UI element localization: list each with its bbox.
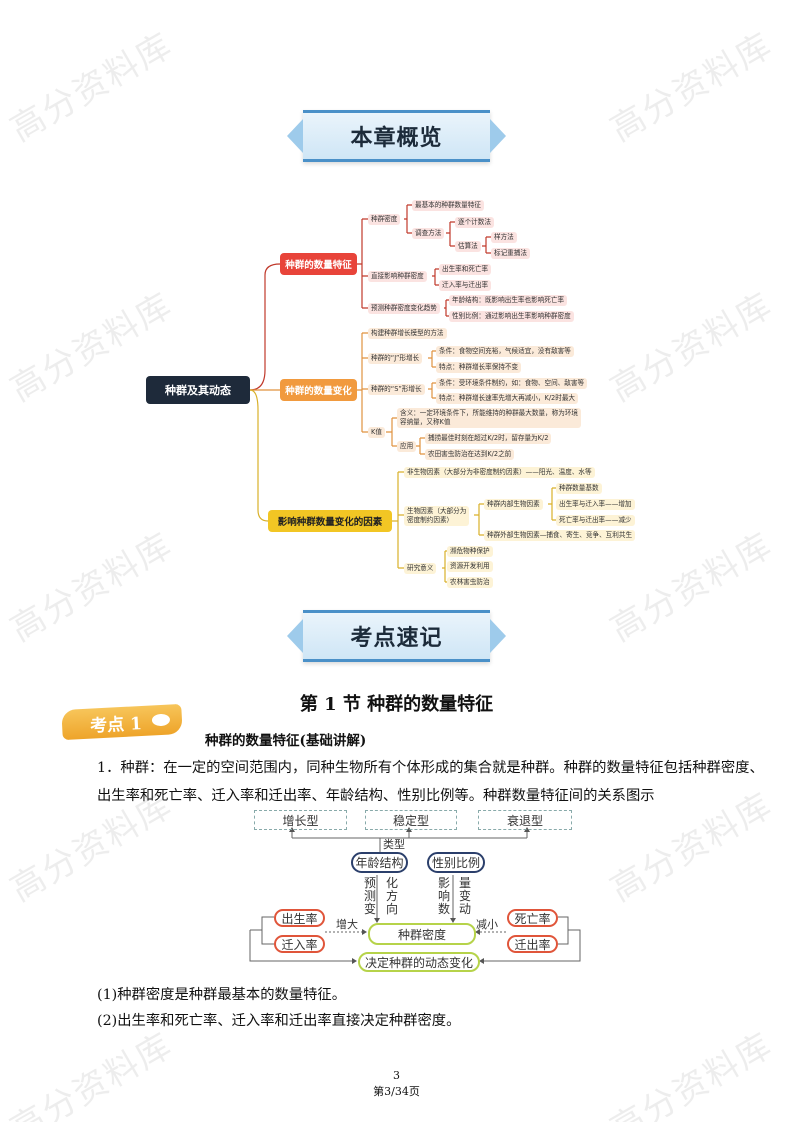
branch-3-lines	[249, 389, 556, 583]
mindmap-node: 种群数量基数	[556, 483, 602, 494]
mindmap-node: 死亡率与迁出率——减少	[556, 515, 635, 526]
dynamic-change-box: 决定种群的动态变化	[358, 952, 480, 972]
mindmap-node: 迁入率与迁出率	[439, 280, 492, 291]
mindmap-node: 出生率与迁入率——增加	[556, 499, 635, 510]
mindmap-node: 含义：一定环境条件下，所能维持的种群最大数量，称为环境容纳量，又称K值	[397, 408, 582, 428]
stable-type-box: 稳定型	[365, 810, 457, 830]
mindmap-node: 生物因素（大部分为密度制约因素）	[404, 506, 470, 526]
k-meaning-line: 容纳量，又称K值	[400, 418, 451, 426]
page-number: 3	[393, 1069, 400, 1082]
branch-population-change: 种群的数量变化	[280, 379, 357, 401]
mindmap-node: 最基本的种群数量特征	[412, 200, 484, 211]
mindmap-node: 种群的“S”形增长	[368, 384, 425, 395]
mindmap-node: 种群密度	[368, 214, 401, 225]
mindmap-node: 农林害虫防治	[447, 577, 493, 588]
mindmap-node: 年龄结构：既影响出生率也影响死亡率	[449, 295, 568, 306]
mindmap-node: 资源开发利用	[447, 561, 493, 572]
mindmap-node: 种群外部生物因素—捕食、寄生、竞争、互利共生	[484, 530, 636, 541]
vertical-label: 化方向	[386, 876, 399, 916]
growth-type-box: 增长型	[254, 810, 347, 830]
biotic-line: 密度制约因素）	[407, 516, 454, 524]
decrease-label: 减小	[476, 918, 498, 931]
mindmap-node: 种群的“J”形增长	[368, 353, 423, 364]
branch-population-characteristics: 种群的数量特征	[280, 253, 357, 275]
mindmap-node: 种群内部生物因素	[484, 499, 543, 510]
key-points-banner: 考点速记	[287, 610, 506, 662]
emigration-rate-box: 迁出率	[507, 935, 558, 953]
mindmap-node: 出生率和死亡率	[439, 264, 492, 275]
mindmap-node: 构建种群增长模型的方法	[368, 328, 447, 339]
increase-label: 增大	[336, 918, 358, 931]
branch-influencing-factors: 影响种群数量变化的因素	[268, 510, 392, 532]
paragraph-line: 出生率和死亡率、迁入率和迁出率、年龄结构、性别比例等。种群数量特征间的关系图示	[97, 788, 655, 804]
chapter-overview-banner: 本章概览	[287, 110, 506, 162]
mindmap-node: 逐个计数法	[455, 217, 494, 228]
decline-type-box: 衰退型	[478, 810, 572, 830]
k-meaning-line: 含义：一定环境条件下，所能维持的种群最大数量，称为环境	[400, 409, 579, 417]
mindmap-node: 特点：种群增长速率先增大再减小，K/2时最大	[436, 393, 579, 404]
mindmap-node: 捕捞最佳时刻在超过K/2时，留存量为K/2	[425, 433, 552, 444]
paragraph-line: (2)出生率和死亡率、迁入率和迁出率直接决定种群密度。	[97, 1013, 461, 1029]
branch-2-lines	[250, 332, 436, 455]
vertical-label: 量变动	[459, 876, 472, 916]
biotic-line: 生物因素（大部分为	[407, 507, 467, 515]
mindmap-node: 农田害虫防治在达到K/2之前	[425, 449, 515, 460]
page-count: 第3/34页	[373, 1085, 420, 1098]
paragraph-line: 1．种群：在一定的空间范围内，同种生物所有个体形成的集合就是种群。种群的数量特征…	[97, 760, 764, 776]
subsection-title: 种群的数量特征(基础讲解)	[205, 733, 367, 749]
mindmap-node: 直接影响种群密度	[368, 271, 427, 282]
mindmap-node: 性别比例：通过影响出生率影响种群密度	[449, 311, 574, 322]
mindmap-node: 估算法	[455, 241, 481, 252]
type-label: 类型	[383, 838, 405, 851]
mindmap-node: 条件：食物空间充裕，气候适宜，没有敌害等	[436, 346, 574, 357]
vertical-label: 影响数	[438, 876, 451, 916]
mindmap-node: 调查方法	[412, 228, 445, 239]
death-rate-box: 死亡率	[507, 909, 558, 927]
sex-ratio-box: 性别比例	[427, 852, 485, 873]
mindmap-node: 研究意义	[404, 563, 437, 574]
vertical-label: 预测变	[364, 876, 377, 916]
mindmap-node: 预测种群密度变化趋势	[368, 303, 440, 314]
paragraph-line: (1)种群密度是种群最基本的数量特征。	[97, 987, 346, 1003]
mindmap-node: 濒危物种保护	[447, 546, 493, 557]
branch-1-lines	[249, 204, 491, 391]
population-density-box: 种群密度	[368, 923, 476, 945]
immigration-rate-box: 迁入率	[274, 935, 325, 953]
mindmap-root: 种群及其动态	[146, 376, 250, 404]
mindmap-node: 非生物因素（大部分为非密度制约因素）——阳光、温度、水等	[404, 467, 595, 478]
mindmap-node: 特点：种群增长率保持不变	[436, 362, 522, 373]
mindmap-connectors	[249, 204, 556, 583]
mindmap-node: K值	[368, 427, 385, 438]
birth-rate-box: 出生率	[274, 909, 325, 927]
section-title: 第 1 节 种群的数量特征	[299, 694, 494, 715]
mindmap-node: 条件：受环境条件制约，如：食物、空间、敌害等	[436, 378, 588, 389]
age-structure-box: 年龄结构	[351, 852, 408, 873]
mindmap-node: 标记重捕法	[491, 248, 530, 259]
mindmap-node: 样方法	[491, 232, 517, 243]
mindmap-node: 应用	[397, 441, 417, 452]
